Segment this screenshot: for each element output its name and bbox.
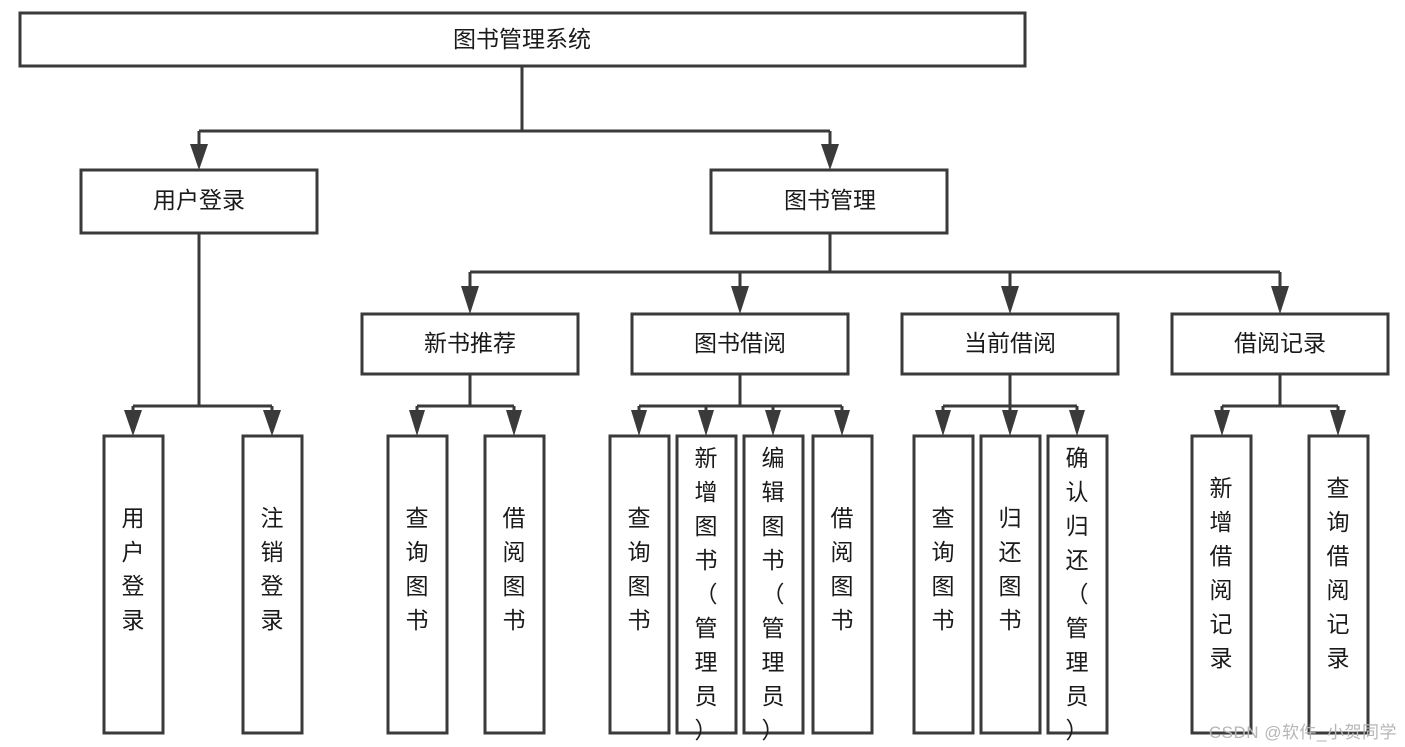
node-user-login-label: 用户登录 — [153, 187, 245, 213]
node-leaf-logout-box[interactable] — [241, 434, 304, 735]
node-borrow-record-label: 借阅记录 — [1234, 330, 1326, 356]
node-leaf-return-book-label: 归还图书 — [999, 505, 1022, 633]
node-leaf-query-book-2-label: 查询图书 — [628, 505, 651, 633]
node-leaf-query-book-1[interactable]: 查询图书 — [386, 434, 449, 735]
node-leaf-query-book-3[interactable]: 查询图书 — [912, 434, 975, 735]
arrow-leaf-add-record — [1214, 410, 1230, 436]
node-root-box[interactable] — [18, 11, 1027, 68]
node-leaf-edit-book[interactable]: 编辑图书（管理员） — [742, 434, 805, 743]
node-leaf-add-book[interactable]: 新增图书（管理员） — [675, 434, 738, 743]
node-leaf-user-login[interactable]: 用户登录 — [102, 434, 165, 735]
arrow-leaf-query-book-2 — [631, 410, 647, 436]
node-new-book-recommend[interactable]: 新书推荐 — [360, 312, 580, 376]
connectors-group — [124, 66, 1346, 436]
node-leaf-borrow-book-1[interactable]: 借阅图书 — [483, 434, 546, 735]
node-current-borrow-label: 当前借阅 — [964, 330, 1056, 356]
node-leaf-query-book-2-box[interactable] — [608, 434, 671, 735]
arrow-book-management — [821, 144, 839, 170]
node-leaf-logout[interactable]: 注销登录 — [241, 434, 304, 735]
node-leaf-query-record-box[interactable] — [1307, 434, 1370, 735]
arrow-leaf-add-book — [698, 410, 714, 436]
node-leaf-return-book[interactable]: 归还图书 — [979, 434, 1042, 735]
node-current-borrow[interactable]: 当前借阅 — [900, 312, 1120, 376]
node-leaf-borrow-book-1-label: 借阅图书 — [503, 505, 526, 633]
node-leaf-query-book-1-box[interactable] — [386, 434, 449, 735]
node-leaf-user-login-label: 用户登录 — [122, 505, 145, 633]
node-leaf-query-book-3-label: 查询图书 — [932, 505, 955, 633]
node-leaf-borrow-book-2-label: 借阅图书 — [831, 505, 854, 633]
node-leaf-edit-book-label: 编辑图书（管理员） — [762, 445, 785, 743]
node-leaf-edit-book-box[interactable] — [742, 434, 805, 735]
node-leaf-confirm-return-label: 确认归还（管理员） — [1066, 445, 1089, 743]
node-book-management-label: 图书管理 — [784, 187, 876, 213]
node-leaf-add-record-label: 新增借阅记录 — [1210, 475, 1233, 671]
node-leaf-add-book-box[interactable] — [675, 434, 738, 735]
arrow-book-borrow — [731, 286, 749, 314]
arrow-leaf-borrow-book-1 — [506, 410, 522, 436]
node-new-book-recommend-box[interactable] — [360, 312, 580, 376]
node-borrow-record-box[interactable] — [1170, 312, 1390, 376]
node-leaf-add-record[interactable]: 新增借阅记录 — [1190, 434, 1253, 735]
node-leaf-borrow-book-1-box[interactable] — [483, 434, 546, 735]
node-leaf-query-book-1-label: 查询图书 — [406, 505, 429, 633]
arrow-leaf-borrow-book-2 — [834, 410, 850, 436]
arrow-user-login — [190, 144, 208, 170]
node-leaf-query-book-2[interactable]: 查询图书 — [608, 434, 671, 735]
node-root-label: 图书管理系统 — [453, 26, 591, 52]
arrow-current-borrow — [1001, 286, 1019, 314]
arrow-new-book-recommend — [461, 286, 479, 314]
node-book-management[interactable]: 图书管理 — [709, 168, 949, 235]
node-borrow-record[interactable]: 借阅记录 — [1170, 312, 1390, 376]
node-leaf-confirm-return[interactable]: 确认归还（管理员） — [1046, 434, 1109, 743]
node-leaf-add-book-label: 新增图书（管理员） — [695, 445, 718, 743]
arrow-leaf-user-login — [124, 410, 142, 436]
arrow-leaf-edit-book — [765, 410, 781, 436]
arrow-leaf-query-book-3 — [935, 410, 951, 436]
csdn-watermark: CSDN @软件_小贺同学 — [1208, 723, 1397, 742]
node-book-borrow-box[interactable] — [630, 312, 850, 376]
node-leaf-query-book-3-box[interactable] — [912, 434, 975, 735]
node-book-borrow-label: 图书借阅 — [694, 330, 786, 356]
node-root[interactable]: 图书管理系统 — [18, 11, 1027, 68]
node-leaf-add-record-box[interactable] — [1190, 434, 1253, 735]
node-book-borrow[interactable]: 图书借阅 — [630, 312, 850, 376]
arrow-leaf-query-book-1 — [409, 410, 425, 436]
arrow-leaf-query-record — [1330, 410, 1346, 436]
node-leaf-return-book-box[interactable] — [979, 434, 1042, 735]
node-leaf-user-login-box[interactable] — [102, 434, 165, 735]
node-new-book-recommend-label: 新书推荐 — [424, 330, 516, 356]
node-leaf-query-record-label: 查询借阅记录 — [1327, 475, 1350, 671]
node-leaf-borrow-book-2[interactable]: 借阅图书 — [811, 434, 874, 735]
node-leaf-logout-label: 注销登录 — [261, 505, 284, 633]
arrow-borrow-record — [1271, 286, 1289, 314]
node-user-login-box[interactable] — [79, 168, 319, 235]
node-user-login[interactable]: 用户登录 — [79, 168, 319, 235]
arrow-leaf-confirm-return — [1069, 410, 1085, 436]
node-leaf-query-record[interactable]: 查询借阅记录 — [1307, 434, 1370, 735]
node-leaf-confirm-return-box[interactable] — [1046, 434, 1109, 735]
node-book-management-box[interactable] — [709, 168, 949, 235]
arrow-leaf-return-book — [1002, 410, 1018, 436]
node-current-borrow-box[interactable] — [900, 312, 1120, 376]
node-leaf-borrow-book-2-box[interactable] — [811, 434, 874, 735]
arrow-leaf-logout — [263, 410, 281, 436]
